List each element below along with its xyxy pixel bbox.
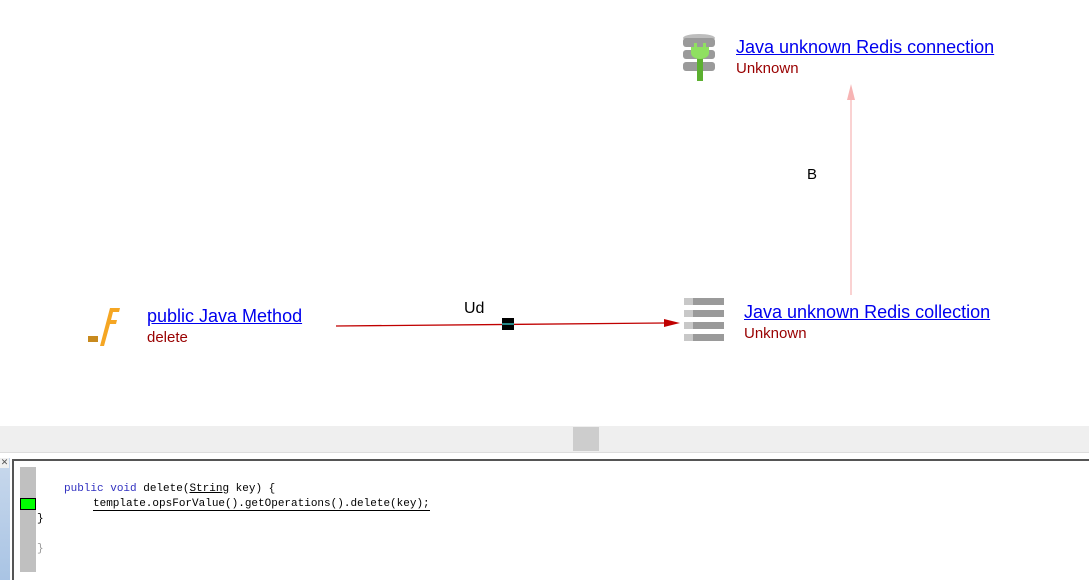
code-line-2: template.opsForValue().getOperations().d… — [93, 498, 430, 511]
code-text: key) { — [229, 483, 276, 495]
edge-arrowhead — [664, 319, 680, 327]
edge-label-ud: Ud — [464, 300, 485, 317]
close-icon[interactable]: ✕ — [0, 457, 9, 468]
method-node-title[interactable]: public Java Method — [147, 306, 303, 326]
code-line-3: } — [37, 513, 44, 525]
edge-ud-line — [335, 322, 666, 327]
redis-connection-icon — [683, 34, 715, 81]
type-name[interactable]: String — [189, 483, 230, 495]
edge-label-b: B — [807, 166, 818, 183]
code-line-4: } — [37, 543, 44, 555]
connection-node-subtitle: Unknown — [736, 60, 799, 77]
method-name: delete( — [143, 483, 190, 495]
splitter-handle[interactable] — [573, 427, 599, 451]
function-icon — [88, 308, 120, 346]
edges-layer — [335, 84, 855, 330]
collection-node-subtitle: Unknown — [744, 325, 807, 342]
splitter-bar[interactable] — [0, 426, 1089, 453]
editor-gutter — [20, 467, 36, 572]
keyword: void — [110, 483, 137, 495]
code-editor[interactable]: public void delete(String key) { templat… — [12, 459, 1089, 580]
diagram-canvas[interactable]: public Java Method delete Ud Java unknow… — [0, 0, 1089, 426]
side-strip — [0, 458, 10, 580]
collection-node-title[interactable]: Java unknown Redis collection — [744, 302, 991, 322]
connection-node-title[interactable]: Java unknown Redis connection — [736, 37, 995, 57]
edge-b-arrowhead — [847, 84, 855, 100]
keyword: public — [64, 483, 104, 495]
code-line-1: public void delete(String key) { — [64, 483, 275, 495]
redis-collection-icon — [684, 298, 724, 341]
method-node-subtitle: delete — [147, 329, 188, 346]
bookmark-marker-icon[interactable] — [20, 498, 36, 510]
